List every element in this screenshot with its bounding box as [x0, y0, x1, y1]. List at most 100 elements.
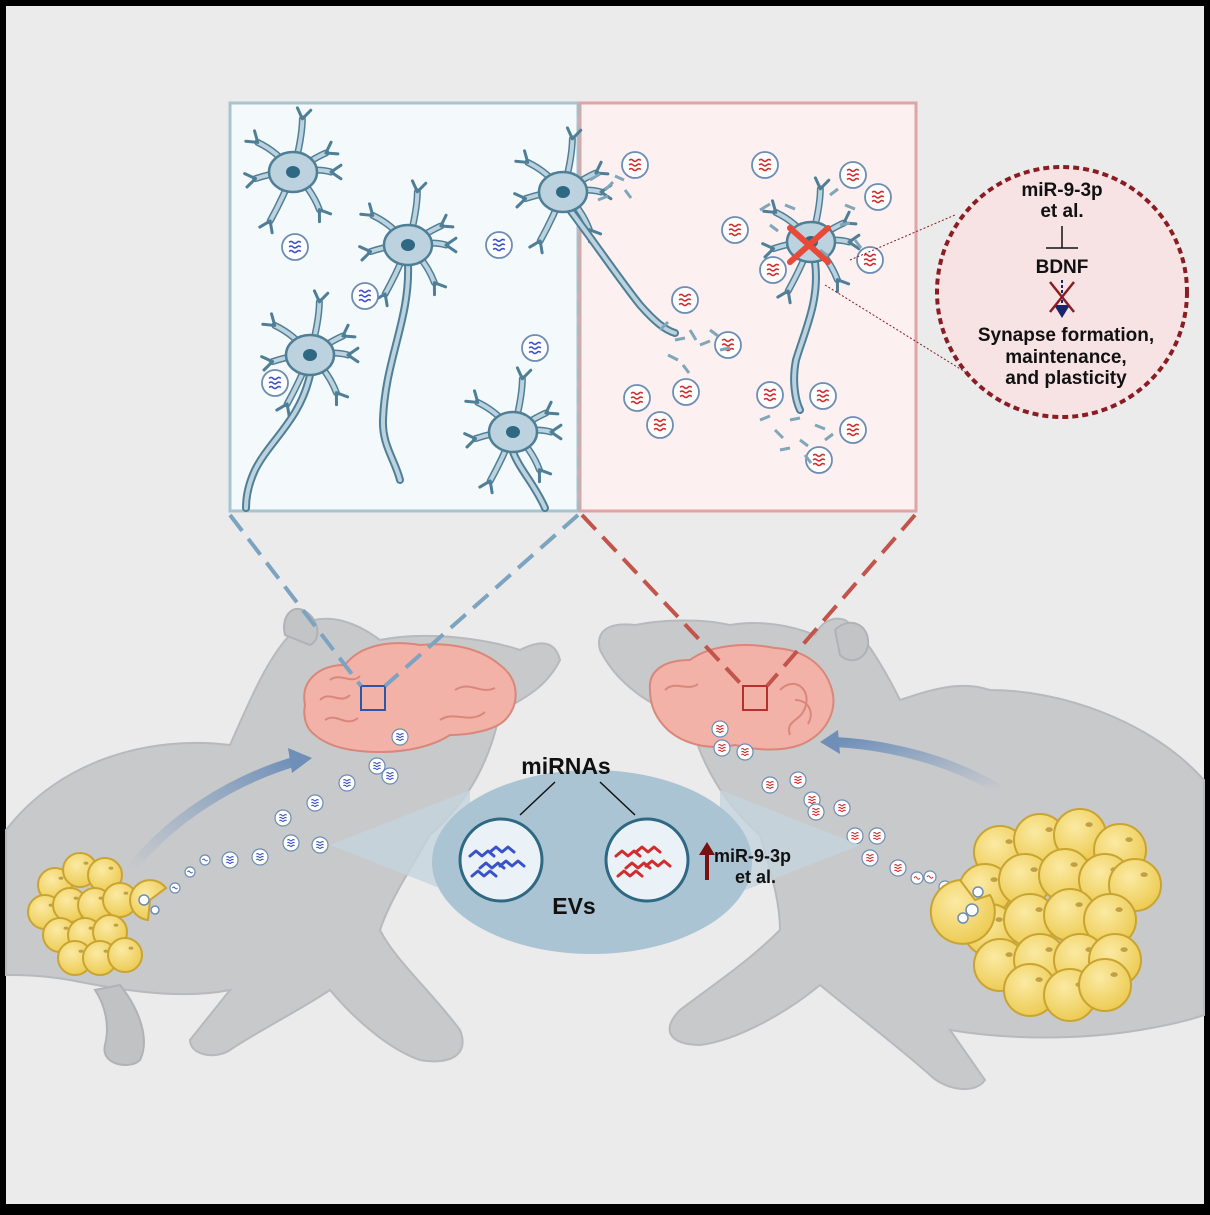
zoom-synapse-line1: Synapse formation, [978, 325, 1154, 346]
right-secreting-adipocyte [929, 878, 996, 945]
mirna-strand [488, 845, 516, 854]
disease-panel-vesicle [756, 381, 784, 409]
right-trail-vesicle [861, 849, 879, 867]
neuron-healthy-4 [463, 366, 563, 512]
disease-panel-vesicle [839, 161, 867, 189]
disease-panel-vesicle [721, 216, 749, 244]
left-mouse-back-leg [93, 983, 145, 1066]
fat-cells-layer [27, 808, 1162, 1022]
mirna-branch-right [599, 781, 636, 816]
left-adipocyte [107, 937, 143, 973]
disease-ev-mirnas [614, 845, 672, 878]
mirnas-label: miRNAs [521, 753, 610, 779]
healthy-panel-vesicle [521, 334, 549, 362]
zoom-circle-connectors [824, 214, 971, 376]
right-brain-roi-box [742, 685, 768, 711]
healthy-ev [458, 817, 544, 903]
bdnf-cross [1049, 281, 1075, 313]
synapse-fragments [589, 172, 863, 464]
left-secreting-adipocyte [129, 879, 168, 922]
right-trail-vesicle [711, 720, 729, 738]
right-brain [648, 644, 835, 751]
disease-panel-vesicle [714, 331, 742, 359]
right-brain-shape [648, 644, 835, 751]
zoom-mir-line2: et al. [1040, 201, 1083, 222]
left-trail-vesicle [184, 866, 196, 878]
right-mouse-ear [833, 621, 870, 662]
disease-panel-vesicle [809, 382, 837, 410]
disease-panel-vesicle [759, 256, 787, 284]
left-brain-folds [319, 675, 496, 723]
healthy-panel-vesicle [281, 233, 309, 261]
right-trail-vesicle [833, 799, 851, 817]
right-trail-vesicle [868, 827, 886, 845]
neuron-healthy-2 [358, 179, 458, 484]
mechanism-zoom-circle: miR-9-3p et al. BDNF Synapse formation, … [935, 165, 1189, 419]
zoom-bdnf: BDNF [1036, 257, 1089, 278]
neuron-healthy-3 [242, 289, 360, 512]
left-trail-vesicle [338, 774, 356, 792]
healthy-panel-vesicle [261, 369, 289, 397]
left-trail-vesicle [251, 848, 269, 866]
left-trail-vesicle [274, 809, 292, 827]
left-trail-vesicle [368, 757, 386, 775]
left-trail-vesicle [221, 851, 239, 869]
left-trail-vesicle [391, 728, 409, 746]
left-transport-arrow-head [288, 748, 312, 773]
left-trail-vesicle [282, 834, 300, 852]
mirna-branch-left [519, 781, 556, 816]
zoom-line-blue-left [228, 513, 363, 688]
left-trail-vesicle [306, 794, 324, 812]
left-trail-vesicle [199, 854, 211, 866]
right-brain-folds [664, 682, 812, 736]
zoom-line-blue-right [383, 513, 580, 688]
zoom-lines [228, 513, 917, 688]
bdnf-arrow-head [1054, 305, 1070, 318]
disease-panel-vesicle [856, 246, 884, 274]
healthy-panel-vesicle [351, 282, 379, 310]
right-adipocyte [1078, 958, 1132, 1012]
block-x-mark [787, 225, 831, 265]
ev-wedge-right [720, 790, 860, 900]
evs-label: EVs [552, 893, 595, 919]
right-trail-vesicle [713, 739, 731, 757]
right-trail-vesicle [761, 776, 779, 794]
left-trail-vesicle [169, 882, 181, 894]
mirna-strand [470, 869, 498, 878]
ev-comparison: miRNAs EVs miR-9-3p et al. [330, 753, 860, 954]
mirna-strand [616, 869, 644, 878]
neuron-healthy-1 [243, 106, 343, 235]
mirna-strand [644, 859, 672, 868]
neurons-layer [242, 106, 861, 512]
right-transport-arrow [830, 737, 1005, 795]
zoom-synapse-line2: maintenance, [1005, 347, 1126, 368]
healthy-panel-vesicle [485, 231, 513, 259]
left-transport-arrow [125, 755, 305, 875]
disease-panel-vesicle [621, 151, 649, 179]
upregulated-arrow-head [699, 842, 715, 855]
mirna-strand [634, 845, 662, 854]
disease-panel-vesicle [646, 411, 674, 439]
right-trail-vesicle [736, 743, 754, 761]
disease-panel-vesicle [839, 416, 867, 444]
left-brain-roi-box [360, 685, 386, 711]
left-brain-shape [303, 642, 517, 754]
up-mir-line1: miR-9-3p [714, 846, 791, 866]
ev-oval [432, 770, 752, 954]
disease-ev [604, 817, 690, 903]
left-trail-vesicle [311, 836, 329, 854]
disease-panel-vesicle [623, 384, 651, 412]
mirna-strand [498, 859, 526, 868]
up-mir-line2: et al. [735, 867, 776, 887]
right-trail-vesicle [923, 870, 937, 884]
left-brain [303, 642, 517, 754]
vesicles-layer [169, 151, 952, 894]
right-adipocyte [1083, 893, 1137, 947]
disease-panel-vesicle [672, 378, 700, 406]
right-trail-vesicle [807, 803, 825, 821]
disease-panel-vesicle [751, 151, 779, 179]
right-transport-arrow-head [820, 730, 840, 754]
zoom-mir-line1: miR-9-3p [1021, 180, 1102, 201]
zoom-synapse-line3: and plasticity [1005, 368, 1127, 389]
